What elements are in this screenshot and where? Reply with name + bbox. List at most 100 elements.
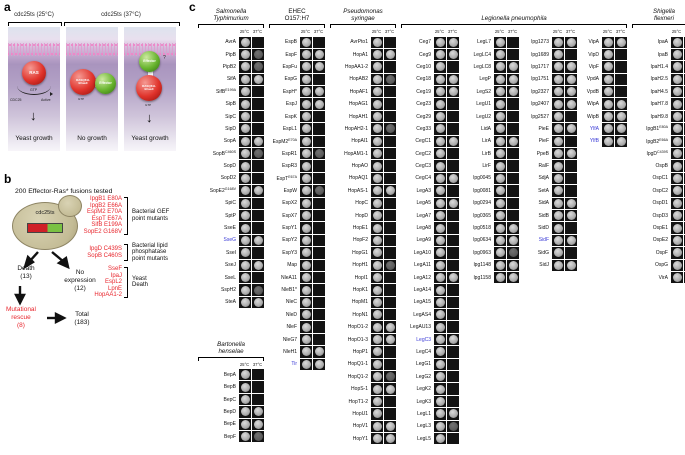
gene-label: HopE1	[352, 225, 368, 232]
effector-row: HopP1	[330, 346, 396, 358]
gene-label: VipA	[588, 39, 599, 46]
effector-row: EspG	[269, 73, 325, 86]
gene-label: PieE	[538, 125, 549, 132]
spot-cell-37c	[384, 259, 396, 271]
group-bracket-icon	[269, 24, 325, 28]
noexp-label-1: No	[75, 269, 85, 276]
effector-row: OspF	[632, 247, 685, 259]
effector-row: SetA	[519, 185, 577, 197]
yeast-spot	[240, 198, 250, 208]
gene-label: YlfB	[589, 138, 599, 145]
effector-subcolumn: 25°C37°CIpaAIpaBIpaH1.4IpaH2.5IpaH4.5Ipa…	[632, 29, 685, 284]
spot-cell-37c	[252, 284, 264, 296]
yeast-spot	[301, 273, 311, 283]
spot-cell-37c	[507, 148, 519, 160]
species-name-line: syringae	[351, 15, 375, 22]
yeast-spot	[495, 211, 505, 221]
yeast-spot	[240, 112, 250, 122]
spot-cell-37c	[313, 197, 325, 209]
spot-cell-25c	[239, 110, 251, 123]
yeast-spot	[435, 198, 445, 208]
gene-label: LirF	[482, 163, 491, 170]
gene-label: BepF	[224, 433, 236, 440]
species-name-line: Legionella pneumophila	[481, 15, 547, 22]
panel-b-title: 200 Effector-Ras* fusions tested	[15, 188, 113, 195]
yeast-spot	[372, 235, 382, 245]
spot-cell-25c	[434, 309, 446, 321]
gene-label: PieF	[538, 138, 549, 145]
effector-row: IpaA	[632, 36, 685, 48]
effector-row: SteA	[198, 296, 264, 309]
spot-cell-25c	[239, 148, 251, 160]
gene-label: NleD	[285, 311, 297, 318]
effector-row: SopBC460S	[198, 148, 264, 160]
spot-cell-37c	[565, 259, 577, 271]
rescue-count: (8)	[17, 322, 25, 330]
spot-cell-37c	[252, 148, 264, 160]
effector-row: IpgDC439S	[632, 148, 685, 160]
effector-row: SipC	[198, 110, 264, 123]
effector-row: IpaH4.5	[632, 86, 685, 98]
spot-cell-25c	[300, 73, 312, 86]
spot-cell-25c	[434, 371, 446, 383]
effector-row: LegA5	[401, 197, 459, 209]
gene-label: LegA15	[413, 299, 431, 306]
gene-label: HopM1	[351, 299, 368, 306]
effector-row: PpeB	[519, 148, 577, 160]
spot-cell-37c	[565, 209, 577, 222]
gene-label: LegL1	[417, 410, 431, 417]
effector-row: HopT1-2	[330, 395, 396, 408]
yeast-spot	[435, 310, 445, 320]
gene-label: EspR3	[281, 163, 297, 170]
yeast-spot	[435, 149, 445, 159]
effector-row: HopAQ1	[330, 172, 396, 185]
gene-label: NleF	[286, 324, 297, 331]
effector-row: NleB1*	[269, 284, 325, 296]
spot-cell-37c	[313, 346, 325, 358]
spot-cell-37c	[447, 185, 459, 197]
rasq-label: RASQ61L	[76, 77, 90, 82]
spot-cell-25c	[371, 209, 383, 222]
yeast-spot	[495, 198, 505, 208]
spot-cell-37c	[252, 110, 264, 123]
gene-label: SidJ	[539, 262, 549, 269]
spot-cell-25c	[671, 271, 683, 284]
temp-25-label: 25°C	[371, 29, 382, 34]
spot-cell-25c	[300, 110, 312, 123]
bracket-25c	[8, 22, 62, 26]
yeast-spot	[435, 297, 445, 307]
spot-cell-25c	[300, 247, 312, 259]
effector-row: WipB	[577, 110, 627, 123]
yeast-spot	[240, 186, 250, 196]
yeast-spot	[616, 37, 626, 47]
yeast-spot	[240, 50, 250, 60]
spot-cell-25c	[371, 321, 383, 333]
spot-cell-25c	[552, 148, 564, 160]
effector-row: HopAM1-1	[330, 148, 396, 160]
temp-25-label: 25°C	[494, 29, 505, 34]
yeast-spot	[495, 149, 505, 159]
spot-cell-25c	[300, 61, 312, 73]
yeast-spot	[253, 74, 263, 84]
no-expression-node: No expression (12)	[55, 269, 105, 293]
yeast-spot	[301, 198, 311, 208]
effector-row: BepF	[198, 431, 264, 443]
spot-cell-25c	[434, 333, 446, 346]
temp-37-label: 37°C	[313, 29, 324, 34]
yeast-spot	[372, 421, 382, 431]
gene-label: IpgB2E66A	[646, 137, 668, 145]
yeast-spot	[253, 432, 263, 442]
effector-row: EspF	[269, 48, 325, 61]
spot-cell-37c	[447, 172, 459, 185]
spot-cell-25c	[300, 296, 312, 309]
yeast-spot	[616, 99, 626, 109]
yeast-spot	[448, 50, 458, 60]
gene-label: SifBE199A	[216, 88, 236, 96]
spot-cell-37c	[447, 358, 459, 371]
yeast-spot	[240, 297, 250, 307]
effector-ball: Effector	[95, 73, 116, 94]
yeast-spot	[301, 161, 311, 171]
